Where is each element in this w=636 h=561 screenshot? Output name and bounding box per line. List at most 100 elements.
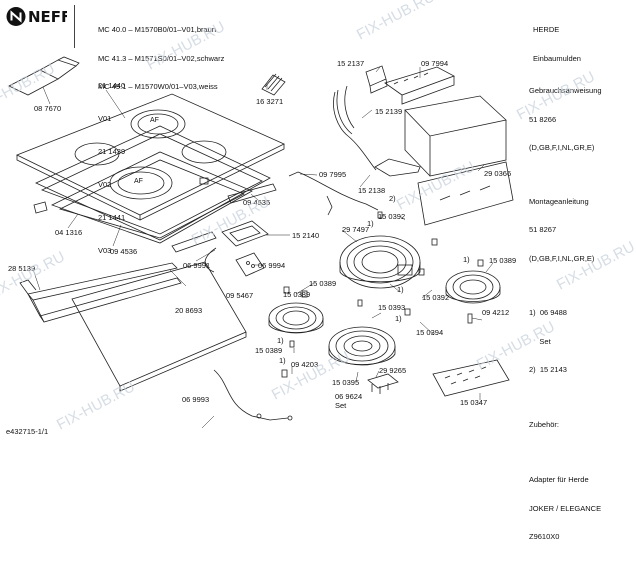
manual-number: 51 8266 — [529, 114, 557, 124]
variant-line-4: V02 — [98, 180, 112, 189]
part-290366: 29 0366 — [484, 169, 512, 178]
scraper-tool — [8, 56, 80, 96]
note-1-e: 1) — [277, 336, 284, 345]
connector-set — [367, 373, 399, 394]
part-152139: 15 2139 — [375, 107, 403, 116]
manual-languages: (D,GB,F,I,NL,GR,E) — [529, 143, 595, 152]
accessories-title: Zubehör: — [529, 419, 560, 429]
heating-element-right — [445, 270, 501, 304]
heating-element-large — [339, 235, 421, 289]
housing-bracket — [404, 95, 514, 226]
install-languages: (D,GB,F,I,NL,GR,E) — [529, 253, 595, 263]
mounting-rail — [19, 262, 182, 323]
terminal-block — [384, 66, 455, 105]
heating-element-front — [328, 326, 396, 366]
model-line-2: MC 41.3 – M1571S0/01–V02,schwarz — [98, 53, 225, 63]
base-plate — [71, 261, 247, 392]
part-150389-d: 15 0389 — [255, 346, 283, 355]
manual-title: Gebrauchsanweisung — [529, 86, 602, 95]
part-297497: 29 7497 — [342, 225, 370, 234]
variant-block: 21 1440 V01 21 1439 V02 21 1441 V03 — [98, 58, 125, 278]
part-097994: 09 7994 — [421, 59, 449, 68]
install-title: Montageanleitung — [529, 196, 589, 206]
zone-label-a: AF — [150, 117, 159, 124]
seal-clip — [33, 201, 48, 214]
glass-cooktop — [16, 93, 285, 221]
note-1-c: 1) — [397, 285, 404, 294]
brand-wordmark: NEFF — [28, 8, 67, 26]
part-152138: 15 2138 — [358, 186, 386, 195]
cable-loop — [204, 220, 269, 273]
part-152140: 15 2140 — [292, 231, 320, 240]
part-087670: 08 7670 — [34, 104, 62, 113]
install-number: 51 8267 — [529, 225, 557, 234]
part-094212: 09 4212 — [482, 308, 510, 317]
note-1-a: 1) — [367, 219, 374, 228]
part-069993: 06 9993 — [182, 395, 210, 404]
part-150389-b: 15 0389 — [489, 256, 517, 265]
note-1-f: 1) — [279, 356, 286, 365]
lead-cable — [288, 171, 379, 216]
neff-logo: NEFF — [5, 5, 67, 28]
model-line-1: MC 40.0 – M1570B0/01–V01,braun — [98, 25, 216, 34]
part-150392-a: 15 0392 — [378, 212, 406, 221]
clip-strip — [261, 73, 286, 96]
parts-drawing — [8, 56, 514, 429]
adapter-line-1: Adapter für Herde — [529, 475, 589, 484]
screws — [281, 211, 484, 378]
part-150389-c: 15 0389 — [283, 290, 311, 299]
variant-line-6: V03 — [98, 246, 112, 255]
part-208693: 20 8693 — [175, 306, 203, 315]
maker-block: HERDE Einbaumulden — [533, 6, 581, 82]
maker-line-1: HERDE — [533, 25, 560, 34]
set-line-3: 2) 15 2143 — [529, 365, 567, 374]
adapter-line-3: Z9610X0 — [529, 532, 560, 541]
model-line-3: MC 45.1 – M1570W0/01–V03,weiss — [98, 82, 218, 91]
cable-harness — [333, 85, 421, 177]
variant-line-1: 21 1440 — [98, 81, 126, 90]
cooktop-frame — [35, 125, 271, 244]
part-285139: 28 5139 — [8, 264, 36, 273]
part-069994: 06 9994 — [258, 261, 286, 270]
part-152137: 15 2137 — [337, 59, 365, 68]
part-097995: 09 7995 — [319, 170, 347, 179]
part-094536: 09 4536 — [110, 247, 138, 256]
variant-line-3: 21 1439 — [98, 147, 126, 156]
set-line-1: 1) 06 9488 — [529, 308, 567, 317]
note-1-d: 1) — [395, 314, 402, 323]
leader-lines — [32, 66, 494, 429]
adapter-line-2: JOKER / ELEGANCE — [529, 503, 602, 513]
part-041316: 04 1316 — [55, 228, 83, 237]
fuse-kit — [432, 359, 510, 397]
switch-board — [235, 252, 265, 277]
part-150389-a: 15 0389 — [309, 279, 337, 288]
set-line-2: Set — [529, 336, 551, 346]
heating-element-left — [268, 302, 324, 334]
part-150394: 15 0394 — [416, 328, 444, 337]
note-2-housing: 2) — [389, 194, 396, 203]
header-divider — [74, 5, 75, 48]
footer-code: e432715-1/1 — [6, 427, 49, 436]
part-095467: 09 5467 — [226, 291, 254, 300]
part-150347: 15 0347 — [460, 398, 488, 407]
variant-line-5: 21 1441 — [98, 213, 126, 222]
part-163271: 16 3271 — [256, 97, 284, 106]
supply-cable — [213, 369, 293, 421]
zone-label-b: AF — [134, 178, 143, 185]
control-module — [365, 65, 388, 94]
maker-line-2: Einbaumulden — [533, 53, 581, 63]
part-069991: 06 9991 — [183, 261, 211, 270]
part-069624-set: Set — [335, 401, 347, 410]
control-panel-strip — [171, 183, 277, 253]
exploded-parts-diagram: NEFF MC 40.0 – M1570B0/01–V01,braun MC 4… — [0, 0, 636, 541]
part-150392-b: 15 0392 — [422, 293, 450, 302]
part-094203: 09 4203 — [291, 360, 319, 369]
model-list: MC 40.0 – M1570B0/01–V01,braun MC 41.3 –… — [98, 6, 224, 111]
variant-line-2: V01 — [98, 114, 112, 123]
note-1-b: 1) — [463, 255, 470, 264]
part-094535: 09 4535 — [243, 198, 271, 207]
part-299265: 29 9265 — [379, 366, 407, 375]
part-150395: 15 0395 — [332, 378, 360, 387]
part-150393: 15 0393 — [378, 303, 406, 312]
part-069624: 06 9624 — [335, 392, 363, 401]
